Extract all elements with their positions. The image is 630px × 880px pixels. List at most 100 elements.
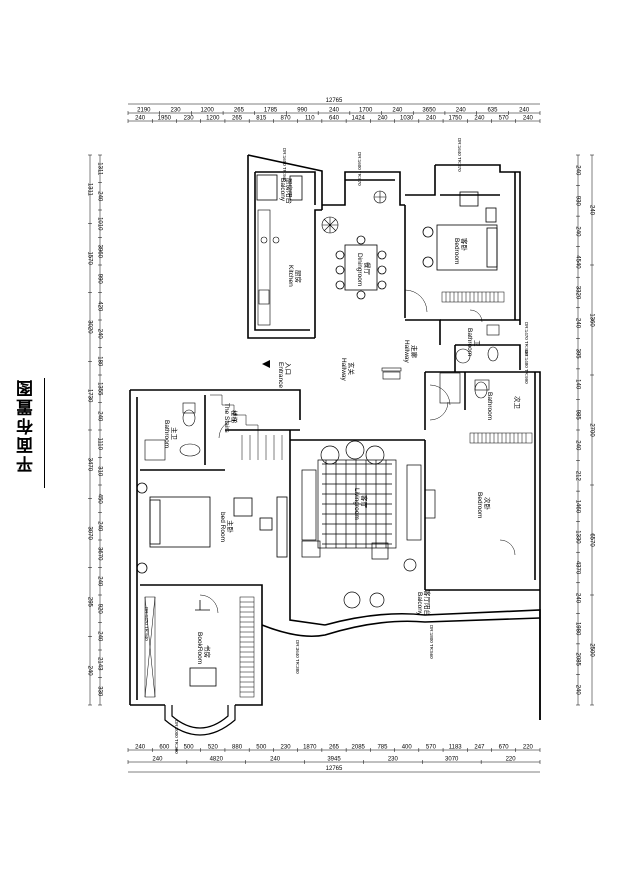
living-room-furniture bbox=[301, 440, 436, 609]
label-kitchen-en: Kitchen bbox=[287, 265, 294, 287]
label-balcony-living-en: Balcony bbox=[416, 592, 423, 616]
label-stairs-cn: 楼梯 bbox=[230, 410, 239, 424]
dimension-label: 1460 bbox=[575, 500, 581, 514]
note-dining: DR:1600 TR:870 bbox=[357, 152, 362, 186]
dimension-label: 2190 bbox=[137, 108, 151, 114]
dimension-label: 670 bbox=[499, 745, 510, 751]
label-bedroom-second-en: Bedroom bbox=[476, 492, 483, 518]
dimension-label: 240 bbox=[152, 757, 163, 763]
dimension-label: 1183 bbox=[449, 745, 463, 751]
dimension-label: 240 bbox=[575, 318, 581, 329]
dimension-label: 920 bbox=[97, 604, 103, 615]
dimension-label: 1110 bbox=[97, 438, 103, 451]
note-balcony: DR:1650 TR:940 bbox=[282, 148, 287, 182]
label-bedroom-guest-en: Bedroom bbox=[453, 238, 460, 264]
dimension-label: 400 bbox=[402, 745, 413, 751]
dimension-total-bottom: 12765 bbox=[326, 766, 343, 772]
dimension-label: 640 bbox=[329, 116, 340, 122]
label-bath-second-en: Bathroom bbox=[486, 392, 493, 420]
dimension-label: 600 bbox=[159, 745, 170, 751]
dimension-label: 212 bbox=[575, 471, 581, 482]
dimension-label: 3670 bbox=[97, 547, 103, 561]
note-bath-small: DR:1470 TR:940 bbox=[524, 322, 529, 356]
dimension-label: 4540 bbox=[575, 255, 581, 269]
dimension-label: 240 bbox=[135, 745, 146, 751]
dimension-label: 570 bbox=[426, 745, 437, 751]
entrance-arrow bbox=[262, 360, 270, 368]
dimension-label: 240 bbox=[474, 116, 485, 122]
shoe-cabinet bbox=[381, 367, 402, 380]
dimension-label: 2085 bbox=[575, 652, 581, 666]
dimension-label: 1311 bbox=[87, 183, 93, 197]
dimension-label: 240 bbox=[519, 108, 530, 114]
walls bbox=[129, 154, 541, 720]
note-bedroom-top: DR:1640 TR:870 bbox=[457, 138, 462, 172]
note-bay: DR:2000 TR:380 bbox=[174, 720, 179, 754]
dimension-label: 240 bbox=[97, 191, 103, 202]
dimension-label: 240 bbox=[589, 205, 595, 216]
dimension-label: 4820 bbox=[210, 757, 224, 763]
dimension-label: 230 bbox=[171, 108, 182, 114]
dimension-label: 2500 bbox=[589, 643, 595, 657]
dimension-label: 240 bbox=[523, 116, 534, 122]
dimension-label: 310 bbox=[97, 466, 103, 477]
dimension-label: 500 bbox=[256, 745, 267, 751]
dimension-label: 240 bbox=[97, 631, 103, 642]
label-bedroom-guest-cn: 客卧 bbox=[460, 238, 469, 252]
label-entrance-en: Entrance bbox=[277, 362, 284, 388]
dimension-label: 1311 bbox=[97, 162, 103, 176]
dimension-label: 815 bbox=[256, 116, 267, 122]
dimension-label: 230 bbox=[388, 757, 399, 763]
dimension-label: 295 bbox=[87, 597, 93, 608]
dimension-label: 635 bbox=[487, 108, 498, 114]
dimension-label: 110 bbox=[305, 116, 315, 122]
dimension-label: 1730 bbox=[87, 389, 93, 403]
dimension-label: 230 bbox=[281, 745, 292, 751]
dimension-label: 420 bbox=[97, 301, 103, 312]
dimension-label: 1200 bbox=[206, 116, 220, 122]
dimension-label: 785 bbox=[377, 745, 388, 751]
dimension-label: 240 bbox=[575, 226, 581, 237]
dimension-label: 3945 bbox=[327, 757, 341, 763]
dimension-label: 3650 bbox=[422, 108, 436, 114]
dimension-label: 990 bbox=[97, 274, 103, 285]
dimension-label: 2700 bbox=[589, 423, 595, 437]
height-notes: DR:1650 TR:940 DR:1600 TR:870 DR:1640 TR… bbox=[144, 138, 529, 754]
label-entrance-cn: 入口 bbox=[284, 362, 292, 375]
dimension-label: 220 bbox=[506, 757, 517, 763]
dimension-label: 1010 bbox=[97, 217, 103, 231]
dimension-label: 240 bbox=[392, 108, 403, 114]
dining-table bbox=[335, 235, 387, 300]
dimension-label: 1330 bbox=[575, 530, 581, 544]
dimension-label: 240 bbox=[456, 108, 467, 114]
dimension-label: 3070 bbox=[445, 757, 459, 763]
label-bath-master-en: Bathroom bbox=[163, 420, 170, 448]
label-hallway-cn: 走廊 bbox=[410, 345, 419, 359]
note-living-balcony-left: DR:3640 TR:380 bbox=[295, 640, 300, 674]
label-bedroom-second-cn: 次卧 bbox=[483, 497, 492, 511]
dimension-label: 3470 bbox=[87, 458, 93, 472]
dimension-label: 240 bbox=[97, 521, 103, 532]
dimension-label: 230 bbox=[184, 116, 195, 122]
label-dining-cn: 餐厅 bbox=[363, 262, 372, 276]
bookroom-bay bbox=[164, 705, 236, 736]
dimension-label: 240 bbox=[97, 576, 103, 587]
label-bedroom-main-en: bed Room bbox=[219, 512, 226, 542]
dimension-label: 240 bbox=[575, 440, 581, 451]
dimension-label: 3020 bbox=[87, 320, 93, 334]
label-dining-en: Diningroom bbox=[356, 253, 363, 286]
dimension-label: 220 bbox=[523, 745, 534, 751]
dimension-label: 330 bbox=[97, 686, 103, 697]
label-living-en: Livingroom bbox=[353, 488, 360, 520]
label-bookroom-cn: 书房 bbox=[203, 645, 212, 658]
dimension-label: 1980 bbox=[575, 622, 581, 636]
label-bath-second-cn: 次卫 bbox=[513, 396, 522, 410]
dimension-label: 395 bbox=[575, 349, 581, 360]
dimension-label: 240 bbox=[87, 666, 93, 677]
dimension-label: 265 bbox=[329, 745, 340, 751]
label-hallway-en: Hallway bbox=[403, 340, 410, 364]
dimension-label: 240 bbox=[329, 108, 340, 114]
dimension-label: 240 bbox=[270, 757, 281, 763]
